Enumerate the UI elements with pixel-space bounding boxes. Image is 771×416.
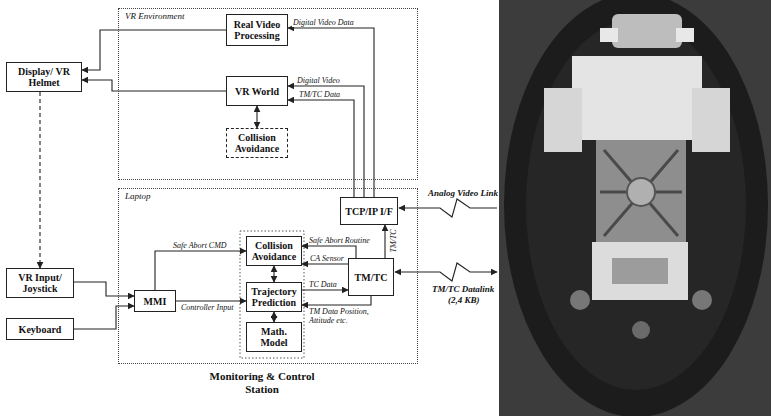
region-title: VR Environment (125, 11, 184, 21)
robot-pad (570, 290, 590, 310)
connector-arrow (74, 306, 134, 329)
process-box: VR Input/ Joystick (6, 268, 74, 298)
process-box: Math. Model (246, 322, 302, 352)
signal-label: Safe Abort CMD (172, 241, 228, 250)
process-box: TM/TC (348, 258, 394, 296)
connector-arrow (74, 282, 134, 296)
robot-photo (499, 0, 771, 416)
box-text: MMI (138, 296, 172, 307)
table-shade (526, 20, 746, 390)
process-box: Real Video Processing (226, 14, 288, 46)
robot-panel (612, 258, 668, 284)
region-title: Laptop (125, 191, 151, 201)
link-label: (2,4 KB) (448, 295, 480, 305)
process-box: TCP/IP I/F (340, 197, 398, 225)
box-text: Display/ VR Helmet (10, 66, 78, 88)
connector-arrow (82, 30, 226, 70)
datalink-line (395, 263, 497, 281)
connector-arrow (82, 80, 226, 91)
process-box: Trajectory Prediction (246, 282, 302, 312)
connector-arrow (39, 92, 40, 268)
connector-arrow (273, 312, 274, 322)
dashed-process-box: Collision Avoidance (226, 128, 288, 158)
analog-video-link-line (399, 199, 497, 217)
connector-arrow (302, 263, 348, 264)
robot-wheel (627, 178, 655, 206)
connector-arrow (384, 225, 385, 258)
robot-knob (676, 28, 694, 42)
robot-top-part (612, 14, 682, 48)
inner-dotted-frame (240, 231, 304, 358)
box-text: VR Input/ Joystick (10, 272, 70, 294)
region-frame: VR EnvironmentReal Video Processing VR Wo… (118, 8, 418, 180)
connector-arrow (155, 251, 246, 290)
region-frame: LaptopTCP/IP I/F Collision AvoidanceTraje… (118, 188, 418, 364)
link-label: TM/TC Datalink (432, 284, 494, 294)
signal-label: Digital Video (296, 76, 341, 85)
robot-lower-block (592, 242, 688, 300)
process-box: Collision Avoidance (246, 236, 302, 266)
process-box: VR World (226, 76, 288, 106)
box-text: TM/TC (352, 272, 390, 283)
connector-arrow (176, 300, 246, 301)
robot-right-tank (692, 88, 730, 152)
signal-label: CA Sensor (309, 254, 345, 263)
robot-pad (692, 290, 712, 310)
box-text: Math. Model (250, 326, 298, 348)
signal-label: Controller Input (180, 303, 234, 312)
robot-left-tank (544, 88, 582, 152)
table-surface (504, 0, 768, 416)
signal-label: TM Data Position, Attitude etc. (308, 307, 394, 325)
signal-label: Digital Video Data (292, 18, 355, 27)
box-text: VR World (230, 86, 284, 97)
connector-arrow (288, 28, 374, 197)
link-label: Analog Video Link (428, 188, 498, 198)
box-text: Trajectory Prediction (250, 286, 298, 308)
process-box: Display/ VR Helmet (6, 62, 82, 92)
signal-label: TC Data (308, 280, 338, 289)
process-box: MMI (134, 290, 176, 312)
signal-label: TM/TC Data (298, 90, 341, 99)
connector-arrow (273, 266, 274, 282)
signal-label: TM/TC (389, 228, 398, 253)
connector-arrow (302, 289, 348, 290)
connector-arrow (302, 296, 371, 305)
signal-label: Safe Abort Routine (308, 236, 371, 245)
process-box: Keyboard (6, 318, 74, 340)
box-text: Keyboard (10, 324, 70, 335)
connector-arrow (288, 86, 364, 197)
robot-struts (600, 150, 682, 236)
connector-arrow (288, 100, 354, 197)
box-text: TCP/IP I/F (344, 206, 394, 217)
connector-arrow (256, 106, 257, 128)
box-text: Collision Avoidance (250, 240, 298, 262)
station-caption: Monitoring & Control Station (197, 370, 327, 396)
robot-frame (596, 140, 686, 244)
robot-knob (600, 28, 618, 42)
box-text: Collision Avoidance (230, 132, 284, 154)
box-text: Real Video Processing (230, 19, 284, 41)
robot-pad (632, 321, 650, 339)
robot-upper-block (572, 56, 702, 140)
